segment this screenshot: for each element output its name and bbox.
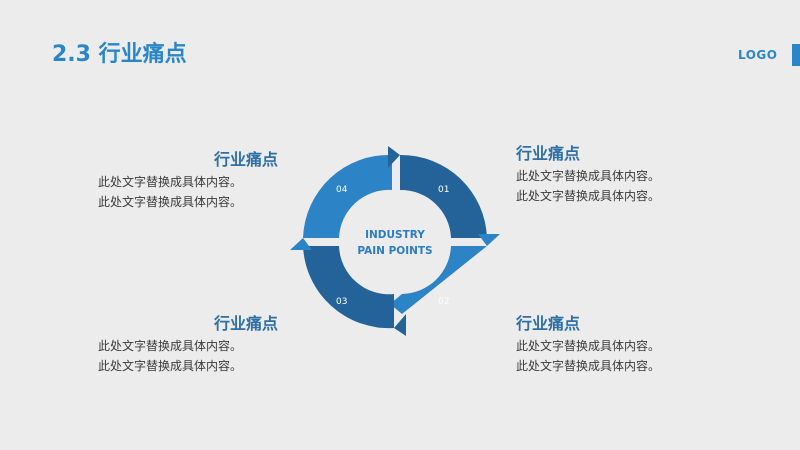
segment-number-02: 02 xyxy=(438,297,449,307)
pain-point-title: 行业痛点 xyxy=(213,314,278,333)
pain-points-cycle: 01 02 03 04 INDUSTRY PAIN POINTS xyxy=(290,146,500,336)
pain-point-text: 此处文字替换成具体内容。 xyxy=(516,169,661,183)
cycle-segment-01 xyxy=(400,154,487,238)
pain-point-01: 行业痛点 此处文字替换成具体内容。 此处文字替换成具体内容。 xyxy=(516,142,716,206)
pain-point-text: 此处文字替换成具体内容。 xyxy=(98,359,243,373)
cycle-arrow-top xyxy=(388,146,400,168)
logo: LOGO xyxy=(738,48,778,62)
pain-point-03: 行业痛点 此处文字替换成具体内容。 此处文字替换成具体内容。 xyxy=(98,312,298,376)
pain-point-04: 行业痛点 此处文字替换成具体内容。 此处文字替换成具体内容。 xyxy=(98,148,298,212)
segment-number-03: 03 xyxy=(336,297,347,307)
pain-point-text: 此处文字替换成具体内容。 xyxy=(516,359,661,373)
pain-point-title: 行业痛点 xyxy=(516,314,581,333)
cycle-arrow-right xyxy=(478,234,500,246)
pain-point-text: 此处文字替换成具体内容。 xyxy=(516,339,661,353)
cycle-segment-04 xyxy=(303,154,392,238)
slide-title: 2.3 行业痛点 xyxy=(52,42,187,67)
segment-number-01: 01 xyxy=(438,185,449,195)
pain-point-text: 此处文字替换成具体内容。 xyxy=(98,195,243,209)
pain-point-02: 行业痛点 此处文字替换成具体内容。 此处文字替换成具体内容。 xyxy=(516,312,716,376)
center-label-line1: INDUSTRY xyxy=(365,229,425,241)
pain-point-text: 此处文字替换成具体内容。 xyxy=(516,189,661,203)
center-label-line2: PAIN POINTS xyxy=(357,245,432,257)
pain-point-title: 行业痛点 xyxy=(516,144,581,163)
cycle-arrow-left xyxy=(290,238,312,250)
pain-point-title: 行业痛点 xyxy=(213,150,278,169)
logo-accent-bar xyxy=(792,44,800,66)
cycle-segment-03 xyxy=(303,246,394,329)
pain-point-text: 此处文字替换成具体内容。 xyxy=(98,339,243,353)
pain-point-text: 此处文字替换成具体内容。 xyxy=(98,175,243,189)
segment-number-04: 04 xyxy=(336,185,348,195)
cycle-arrow-bottom xyxy=(394,314,406,336)
